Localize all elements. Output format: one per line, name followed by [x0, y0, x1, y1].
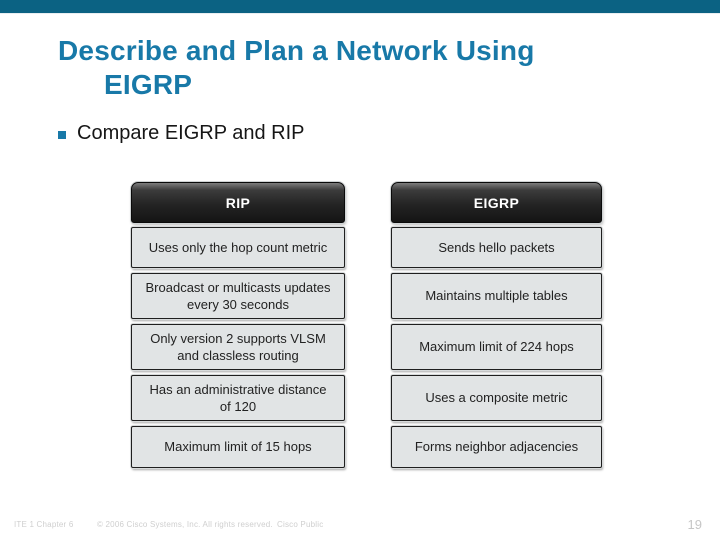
rip-row: Maximum limit of 15 hops — [131, 426, 345, 468]
rip-row: Only version 2 supports VLSM and classle… — [131, 324, 345, 370]
bullet-square-icon — [58, 130, 66, 139]
slide-title-line1: Describe and Plan a Network Using — [58, 35, 535, 66]
rip-row: Broadcast or multicasts updates every 30… — [131, 273, 345, 319]
page-number: 19 — [687, 517, 702, 532]
rip-row: Has an administrative distance of 120 — [131, 375, 345, 421]
eigrp-row: Maintains multiple tables — [391, 273, 602, 319]
slide-title-line2: EIGRP — [104, 69, 193, 100]
slide-title: Describe and Plan a Network Using EIGRP — [58, 34, 678, 102]
eigrp-row: Forms neighbor adjacencies — [391, 426, 602, 468]
bullet-text: Compare EIGRP and RIP — [77, 122, 305, 144]
footer-classification: Cisco Public — [277, 520, 324, 529]
eigrp-row: Maximum limit of 224 hops — [391, 324, 602, 370]
eigrp-column: EIGRP Sends hello packets Maintains mult… — [391, 182, 602, 473]
eigrp-column-header: EIGRP — [391, 182, 602, 223]
eigrp-row: Uses a composite metric — [391, 375, 602, 421]
top-accent-bar — [0, 0, 720, 14]
footer-course-label: ITE 1 Chapter 6 — [14, 520, 74, 529]
bullet-item: Compare EIGRP and RIP — [58, 122, 305, 145]
eigrp-row: Sends hello packets — [391, 227, 602, 268]
footer-copyright: © 2006 Cisco Systems, Inc. All rights re… — [97, 520, 273, 529]
rip-row: Uses only the hop count metric — [131, 227, 345, 268]
rip-column: RIP Uses only the hop count metric Broad… — [131, 182, 345, 473]
rip-column-header: RIP — [131, 182, 345, 223]
